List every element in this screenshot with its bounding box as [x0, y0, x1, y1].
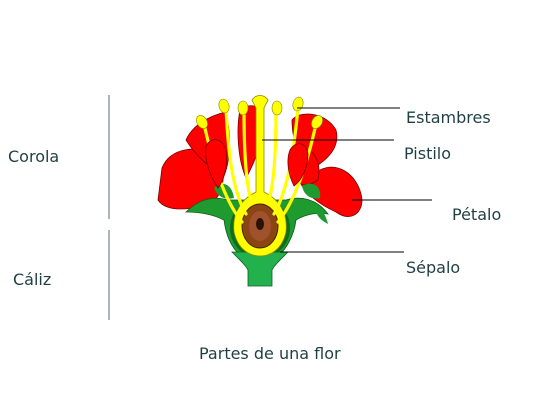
front-petals [205, 139, 309, 189]
pistilo-label: Pistilo [404, 144, 452, 163]
caliz-label: Cáliz [13, 270, 52, 289]
stem [231, 251, 289, 287]
anthers [196, 96, 323, 129]
sepalo-label: Sépalo [406, 258, 461, 277]
estambres-label: Estambres [406, 108, 491, 127]
diagram-caption: Partes de una flor [199, 344, 341, 363]
petalo-label: Pétalo [452, 205, 502, 224]
corola-label: Corola [8, 147, 60, 166]
pistil [233, 95, 287, 257]
